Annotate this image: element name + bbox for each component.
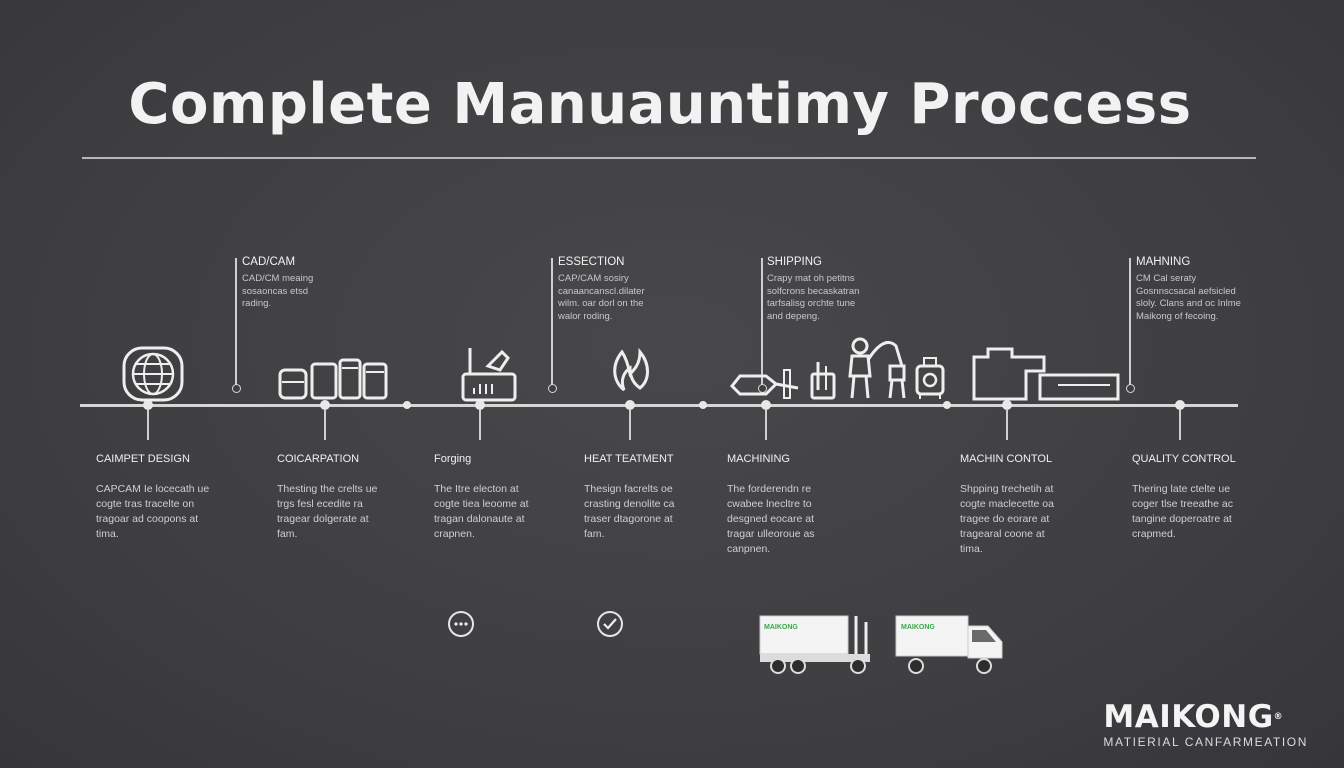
timeline-stem [1179, 410, 1181, 440]
drill-tool-icon [730, 369, 799, 399]
step-heading: MACHINING [727, 453, 790, 465]
callout-connector [235, 258, 237, 386]
timeline-node [320, 400, 330, 410]
callout-anchor [547, 384, 557, 393]
callout-heading: CAD/CAM [242, 256, 296, 268]
callout-heading: MAHNING [1136, 256, 1191, 268]
step-heading: HEAT TEATMENT [584, 453, 674, 465]
timeline-stem [1006, 410, 1008, 440]
timeline-node [625, 400, 635, 410]
callout-connector [551, 258, 553, 386]
callout-body: Crapy mat oh petitns solfcrons becaskatr… [767, 273, 860, 322]
callout-heading: ESSECTION [558, 256, 625, 268]
callout-cad-cam: CAD/CAM CAD/CM meaing sosaoncas etsd rad… [242, 256, 392, 311]
timeline-axis [80, 404, 1238, 407]
trucks-group: MAIKONG MAIKONG [758, 612, 1008, 676]
timeline-stem [629, 410, 631, 440]
step-heading: MACHIN CONTOL [960, 453, 1053, 465]
generator-icon [915, 357, 945, 399]
step-heading: QUALITY CONTROL [1132, 453, 1236, 465]
page-title: Complete Manuauntimy Proccess [128, 72, 1192, 137]
globe-icon [122, 346, 184, 402]
timeline-node [403, 401, 411, 409]
timeline-node [143, 400, 153, 410]
factory-machine-icon [972, 347, 1120, 401]
timeline-node [475, 400, 485, 410]
step-body: Thesting the crelts ue trgs fesl ecedite… [277, 483, 378, 540]
timeline-stem [765, 410, 767, 440]
step-machine-control: MACHIN CONTOL Shpping trechetih at cogte… [960, 453, 1110, 557]
step-preparation: COICARPATION Thesting the crelts ue trgs… [277, 453, 427, 542]
step-design: CAIMPET DESIGN CAPCAM Ie locecath ue cog… [96, 453, 246, 542]
callout-body: CAD/CM meaing sosaoncas etsd rading. [242, 273, 314, 309]
ellipsis-icon[interactable] [448, 611, 474, 637]
step-body: Thering late ctelte ue coger tlse treeat… [1132, 483, 1233, 540]
callout-body: CM Cal seraty Gosnnscsacal aefsicled slo… [1136, 273, 1241, 322]
workbench-icon [461, 348, 517, 402]
callout-mahning: MAHNING CM Cal seraty Gosnnscsacal aefsi… [1136, 256, 1306, 323]
brand-tagline: MATIERIAL CANFARMEATION [1103, 735, 1308, 749]
step-heat-treatment: HEAT TEATMENT Thesign facrelts oe crasti… [584, 453, 734, 542]
step-heading: COICARPATION [277, 453, 360, 465]
timeline-stem [324, 410, 326, 440]
worker-vacuum-icon [848, 337, 906, 399]
callout-essection: ESSECTION CAP/CAM sosiry canaancanscl.di… [558, 256, 728, 323]
step-body: CAPCAM Ie locecath ue cogte tras tracelt… [96, 483, 210, 540]
callout-body: CAP/CAM sosiry canaancanscl.dilater wilm… [558, 273, 645, 322]
truck-logo: MAIKONG [901, 624, 935, 631]
timeline-node [1002, 400, 1012, 410]
step-heading: Forging [434, 453, 472, 465]
step-quality-control: QUALITY CONTROL Thering late ctelte ue c… [1132, 453, 1282, 542]
title-divider [82, 157, 1256, 159]
step-heading: CAIMPET DESIGN [96, 453, 190, 465]
tools-icon [810, 362, 836, 400]
timeline-stem [147, 410, 149, 440]
step-forging: Forging The Itre electon at cogte tiea l… [434, 453, 584, 542]
flame-icon [613, 348, 649, 392]
timeline-node [699, 401, 707, 409]
timeline-stem [479, 410, 481, 440]
callout-shipping: SHIPPING Crapy mat oh petitns solfcrons … [767, 256, 937, 323]
step-body: Thesign facrelts oe crasting denolite ca… [584, 483, 675, 540]
brand-logo: MAIKONG® MATIERIAL CANFARMEATION [1103, 700, 1308, 749]
step-body: The forderendn re cwabee lnecltre to des… [727, 483, 815, 555]
timeline-node [1175, 400, 1185, 410]
registered-mark: ® [1273, 712, 1284, 722]
callout-connector [1129, 258, 1131, 386]
step-body: Shpping trechetih at cogte maclecette oa… [960, 483, 1054, 555]
timeline-node [943, 401, 951, 409]
callout-anchor [1125, 384, 1135, 393]
timeline-node [761, 400, 771, 410]
step-body: The Itre electon at cogte tiea leoome at… [434, 483, 529, 540]
callout-heading: SHIPPING [767, 256, 822, 268]
check-icon[interactable] [597, 611, 623, 637]
step-machining: MACHINING The forderendn re cwabee lnecl… [727, 453, 877, 557]
callout-anchor [231, 384, 241, 393]
callout-connector [761, 258, 763, 386]
truck-icon [759, 615, 1003, 674]
truck-logo: MAIKONG [764, 624, 798, 631]
containers-icon [278, 358, 388, 400]
brand-name: MAIKONG [1103, 699, 1274, 735]
